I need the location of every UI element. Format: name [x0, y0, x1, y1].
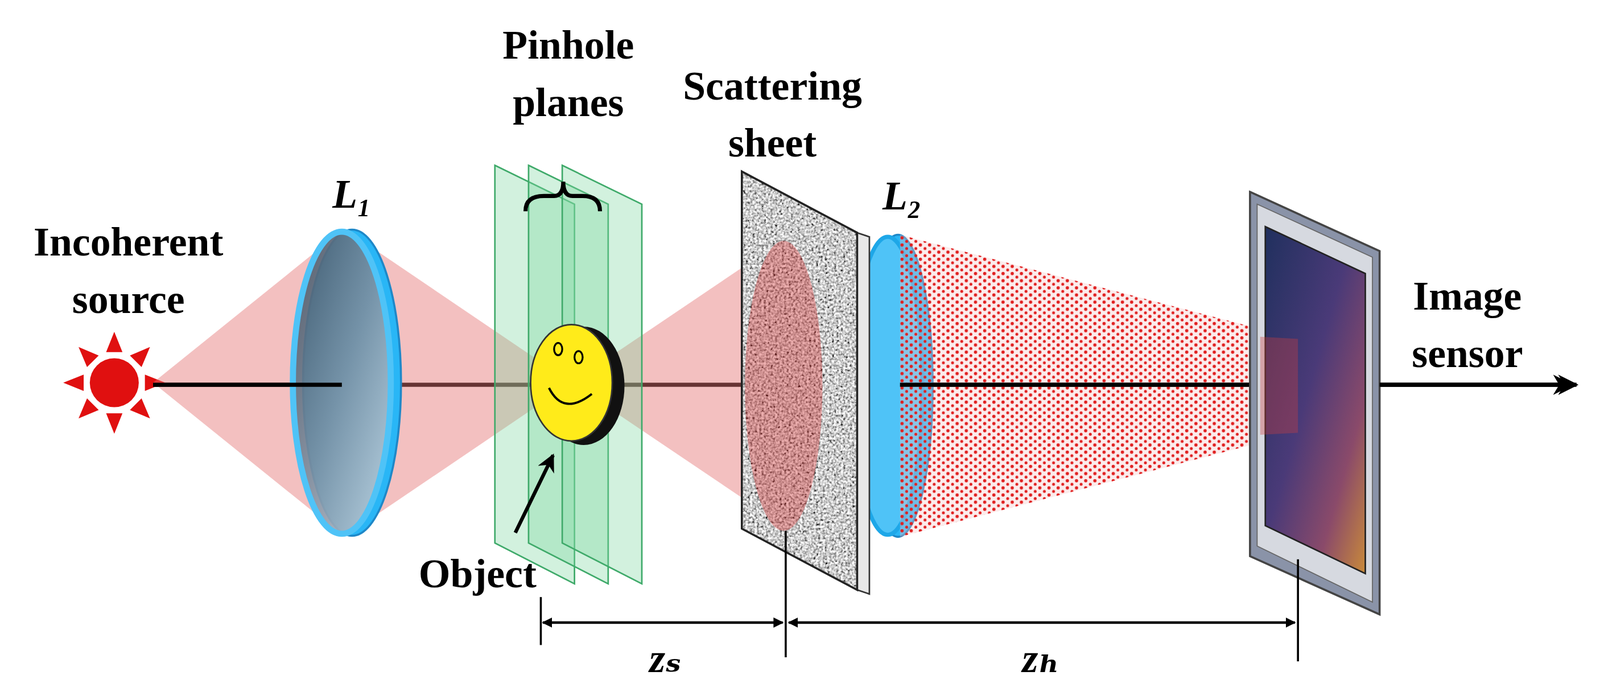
part-label: Image sensor — [1380, 267, 1554, 382]
source-ray — [78, 347, 99, 367]
source-ray — [78, 398, 99, 419]
dimension-label: zₕ — [1022, 629, 1060, 687]
dimension-arrow — [788, 621, 1296, 624]
object-eye — [554, 343, 563, 356]
source-core — [89, 358, 139, 408]
source-symbol — [63, 331, 166, 434]
optical-axis — [900, 382, 1298, 387]
part-label: Scattering sheet — [652, 56, 893, 172]
dimension-label: zₛ — [649, 629, 682, 687]
object-smile — [549, 388, 592, 404]
source-ray — [63, 374, 84, 391]
dimension-tick — [784, 530, 787, 658]
source-ray — [106, 413, 123, 434]
object-eye — [574, 351, 583, 364]
part-label: Pinhole planes — [471, 16, 666, 131]
sensor-spot — [1260, 336, 1298, 435]
source-ray — [129, 347, 150, 367]
source-label: Incoherent source — [3, 213, 254, 328]
speckle-beam — [900, 234, 1298, 538]
source-ray — [106, 331, 123, 353]
leader-arrow — [515, 455, 554, 533]
sensor-body — [1250, 191, 1380, 614]
speckle-pattern — [900, 234, 1298, 538]
scattering-sheet — [741, 171, 858, 590]
bracket — [525, 181, 601, 212]
optical-axis — [153, 382, 342, 387]
sheet-edge — [856, 232, 870, 595]
illuminated-spot — [744, 240, 823, 531]
object — [530, 324, 613, 441]
dimension-arrow — [542, 621, 783, 624]
dimension-tick — [1296, 559, 1300, 662]
sheet-outline — [741, 171, 858, 590]
dimension-tick — [539, 596, 543, 645]
source-ray — [129, 398, 150, 419]
sensor-frame — [1256, 204, 1373, 602]
lens-label: L₁ — [332, 165, 372, 223]
optical-axis — [1379, 382, 1572, 387]
lens-label: L₂ — [882, 167, 922, 225]
part-label: Object — [418, 545, 537, 602]
